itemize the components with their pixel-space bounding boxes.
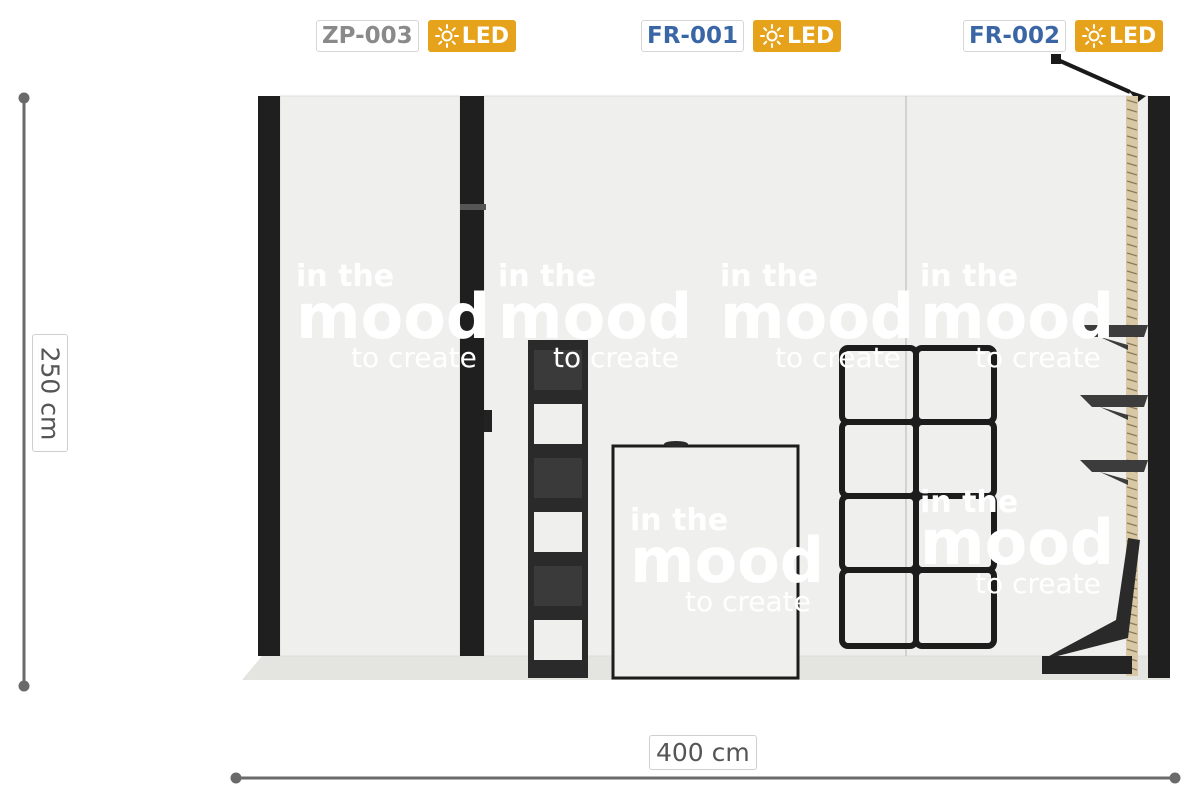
watermark: in the mood to create [920,485,1115,600]
led-label: LED [786,23,835,49]
sun-icon [434,24,459,48]
wall-shelves [1080,325,1148,485]
watermark: in the mood to create [720,259,915,374]
led-badge: LED [752,20,842,52]
product-code: FR-001 [641,20,744,52]
watermark: in the mood to create [498,259,693,374]
width-dimension-label: 400 cm [649,735,757,770]
wall-panel-1 [279,95,461,657]
product-code: ZP-003 [316,20,419,52]
counter [611,441,800,680]
led-arm-light [1051,54,1146,102]
product-label-zp-003: ZP-003 LED [316,20,516,52]
height-dimension-label: 250 cm [32,334,68,452]
led-badge: LED [1074,20,1164,52]
frame-column-right [1148,96,1170,678]
watermark: in the mood to create [296,259,491,374]
brochure-stand [528,340,588,678]
cube-shelving [839,345,997,649]
sun-icon [1081,24,1106,48]
height-dimension-line [18,92,30,692]
wall-panel-3 [905,95,1149,657]
floor-bench [1042,538,1140,674]
led-label: LED [1108,23,1157,49]
led-label: LED [461,23,509,49]
product-label-fr-001: FR-001 LED [641,20,842,52]
slatwall-strip [1126,96,1138,676]
watermark: in the mood to create [630,503,825,618]
width-dimension-line [230,772,1181,784]
frame-column-mid [460,96,484,656]
wall-clip [460,204,486,210]
product-label-fr-002: FR-002 LED [963,20,1164,52]
frame-column-left [258,96,280,656]
sun-icon [759,24,784,48]
height-dimension-text: 250 cm [35,346,65,440]
led-badge: LED [427,20,516,52]
watermark: in the mood to create [920,259,1115,374]
door-handle [484,410,492,432]
product-code: FR-002 [963,20,1066,52]
